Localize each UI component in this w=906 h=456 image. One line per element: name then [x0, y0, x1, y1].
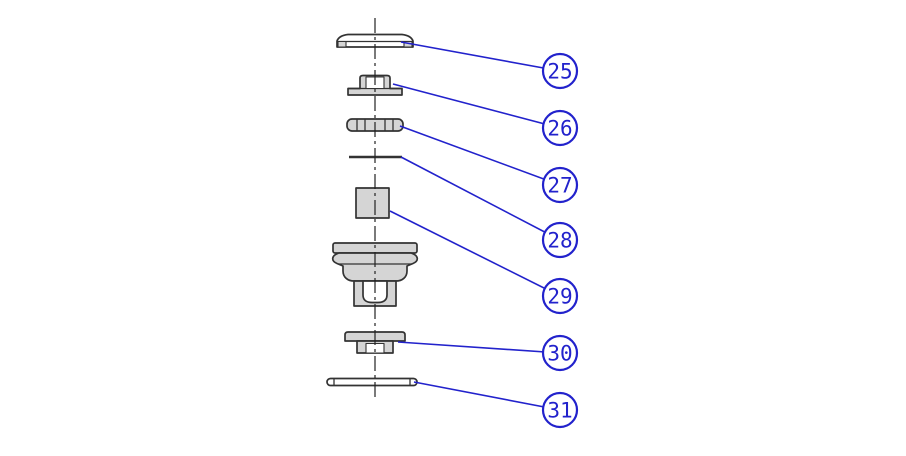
callout-29-label: 29 [547, 285, 572, 309]
callout-27: 27 [541, 166, 579, 204]
callout-30-label: 30 [547, 342, 572, 366]
leader-line-30 [397, 341, 561, 354]
leader-line-26 [392, 83, 561, 129]
square-block-outline [355, 187, 390, 219]
flat-bar-outline [326, 377, 418, 387]
callout-25: 25 [541, 52, 579, 90]
leader-line-25 [400, 41, 561, 72]
leader-line-31 [413, 381, 561, 411]
leader-line-29 [389, 210, 561, 297]
callout-27-circle [541, 166, 579, 204]
callout-31-label: 31 [547, 399, 572, 423]
callout-28-label: 28 [547, 229, 572, 253]
part-top-cap [336, 33, 414, 48]
callout-28-circle [541, 221, 579, 259]
callout-26-circle [541, 109, 579, 147]
callout-29: 29 [541, 277, 579, 315]
part-flat-bar [326, 377, 418, 387]
callout-27-label: 27 [547, 174, 572, 198]
callout-25-circle [541, 52, 579, 90]
top-cap-outline [336, 33, 414, 48]
callout-30: 30 [541, 334, 579, 372]
part-square-block [355, 187, 390, 219]
leader-line-28 [400, 156, 561, 241]
callout-25-label: 25 [547, 60, 572, 84]
callout-29-circle [541, 277, 579, 315]
leader-lines [389, 41, 561, 411]
callout-28: 28 [541, 221, 579, 259]
leader-line-27 [399, 125, 561, 186]
callout-30-circle [541, 334, 579, 372]
callout-26: 26 [541, 109, 579, 147]
callout-31-circle [541, 391, 579, 429]
callout-31: 31 [541, 391, 579, 429]
top-cap-left-end [337, 40, 347, 48]
callout-26-label: 26 [547, 117, 572, 141]
